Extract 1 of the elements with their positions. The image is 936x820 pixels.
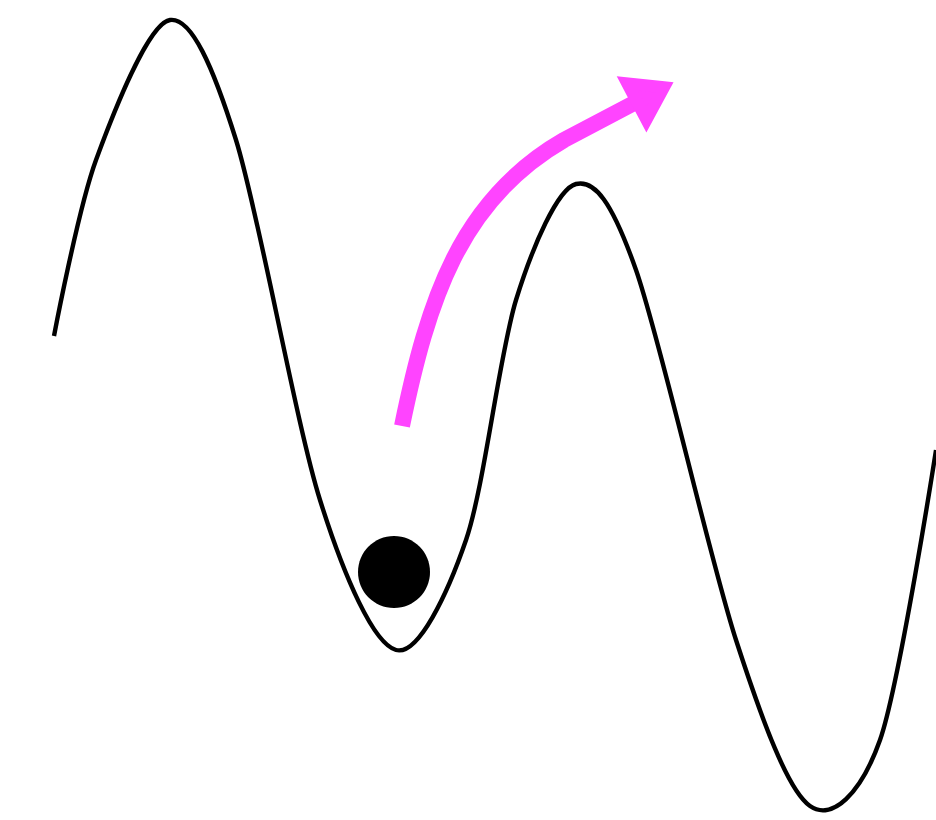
ball bbox=[358, 536, 430, 608]
